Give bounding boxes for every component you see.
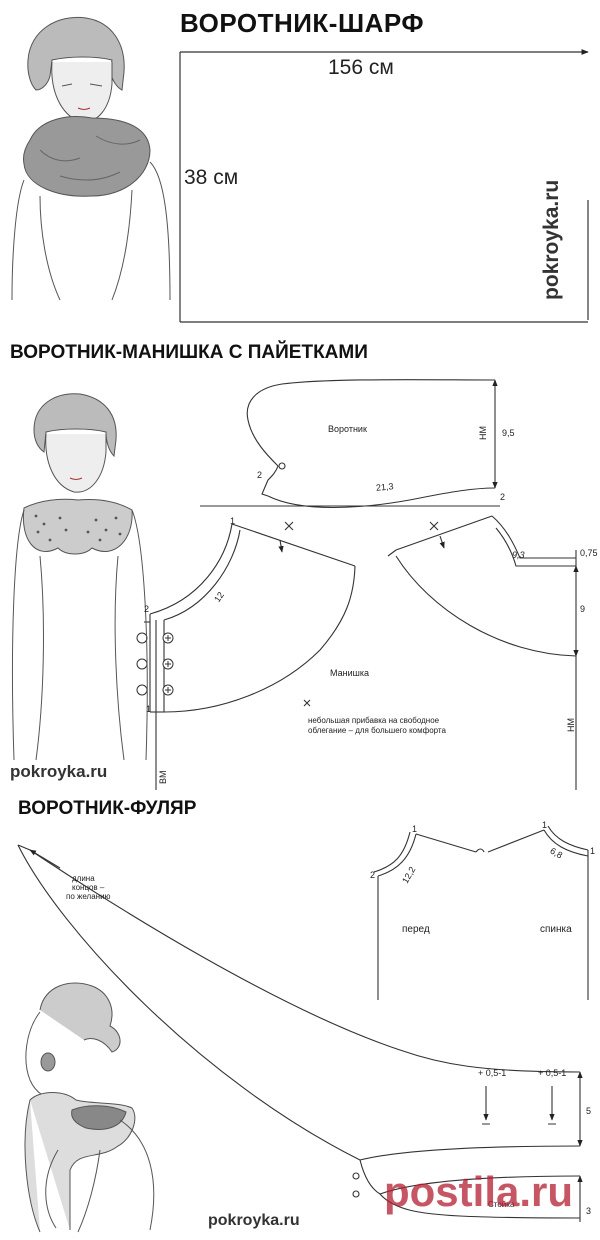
fulyar-front-label: перед	[402, 924, 430, 935]
back-hm-label: НМ	[566, 718, 576, 732]
front-mark-bottom: 1	[146, 704, 152, 714]
collar-right-mark: 2	[500, 492, 506, 502]
fulyar-bodice	[374, 826, 588, 1000]
collar-piece	[200, 380, 500, 508]
collar-length-label: 21,3	[375, 481, 394, 493]
back-drop-measure: 9	[580, 604, 586, 614]
front-mark-1: 1	[230, 516, 236, 526]
fulyar-height-5: 5	[586, 1106, 592, 1116]
manishka-front-panel	[144, 522, 355, 790]
scarf-watermark: pokroyka.ru	[540, 179, 563, 300]
ease-note-line-1: небольшая прибавка на свободное	[308, 716, 440, 725]
fulyar-back-label: спинка	[540, 924, 572, 935]
postila-stamp-prefix: postila	[384, 1168, 520, 1215]
woman-scarf-illustration	[12, 17, 170, 300]
fulyar-back-mark: 1	[542, 820, 548, 830]
collar-label: Воротник	[328, 424, 367, 434]
collar-height-label: 9,5	[502, 428, 515, 438]
back-right-measure: 0,75	[580, 548, 598, 558]
fulyar-scarf-piece	[18, 845, 583, 1222]
scarf-title: ВОРОТНИК-ШАРФ	[180, 8, 425, 38]
length-note-3: по желанию	[66, 892, 111, 901]
back-neck-length: 9,3	[512, 550, 525, 560]
fulyar-title: ВОРОТНИК-ФУЛЯР	[18, 798, 197, 819]
fulyar-add-right: + 0,5-1	[538, 1068, 567, 1078]
woman-collar-illustration	[12, 394, 147, 760]
fulyar-watermark: pokroyka.ru	[208, 1212, 300, 1229]
manishka-title: ВОРОТНИК-МАНИШКА С ПАЙЕТКАМИ	[10, 342, 368, 363]
collar-hm-label: НМ	[478, 426, 488, 440]
postila-stamp-suffix: .ru	[519, 1168, 574, 1215]
front-vm-label: ВМ	[158, 770, 168, 785]
fulyar-front-mark-2: 2	[370, 870, 376, 880]
fulyar-front-mark-1: 1	[412, 824, 418, 834]
manishka-panel-label: Манишка	[330, 668, 369, 678]
postila-stamp: postila.ru	[384, 1168, 573, 1216]
ease-note-line-2: облегание – для большего комфорта	[308, 726, 446, 735]
collar-left-mark: 2	[257, 470, 263, 480]
fulyar-stand-label: Стойка	[488, 1200, 515, 1209]
length-note-2: концов –	[72, 883, 105, 892]
button-icons	[137, 633, 173, 695]
manishka-watermark: pokroyka.ru	[10, 762, 108, 781]
manishka-back-panel	[388, 516, 579, 790]
length-note-1: длина	[72, 874, 95, 883]
fulyar-back-right-mark: 1	[590, 846, 596, 856]
fulyar-add-left: + 0,5-1	[478, 1068, 507, 1078]
scarf-height-label: 38 см	[184, 166, 239, 189]
woman-foulard-illustration	[25, 983, 154, 1232]
fulyar-stand-height: 3	[586, 1206, 592, 1216]
scarf-rectangle	[180, 49, 589, 322]
front-mark-2: 2	[144, 604, 150, 614]
scarf-width-label: 156 см	[328, 56, 394, 79]
